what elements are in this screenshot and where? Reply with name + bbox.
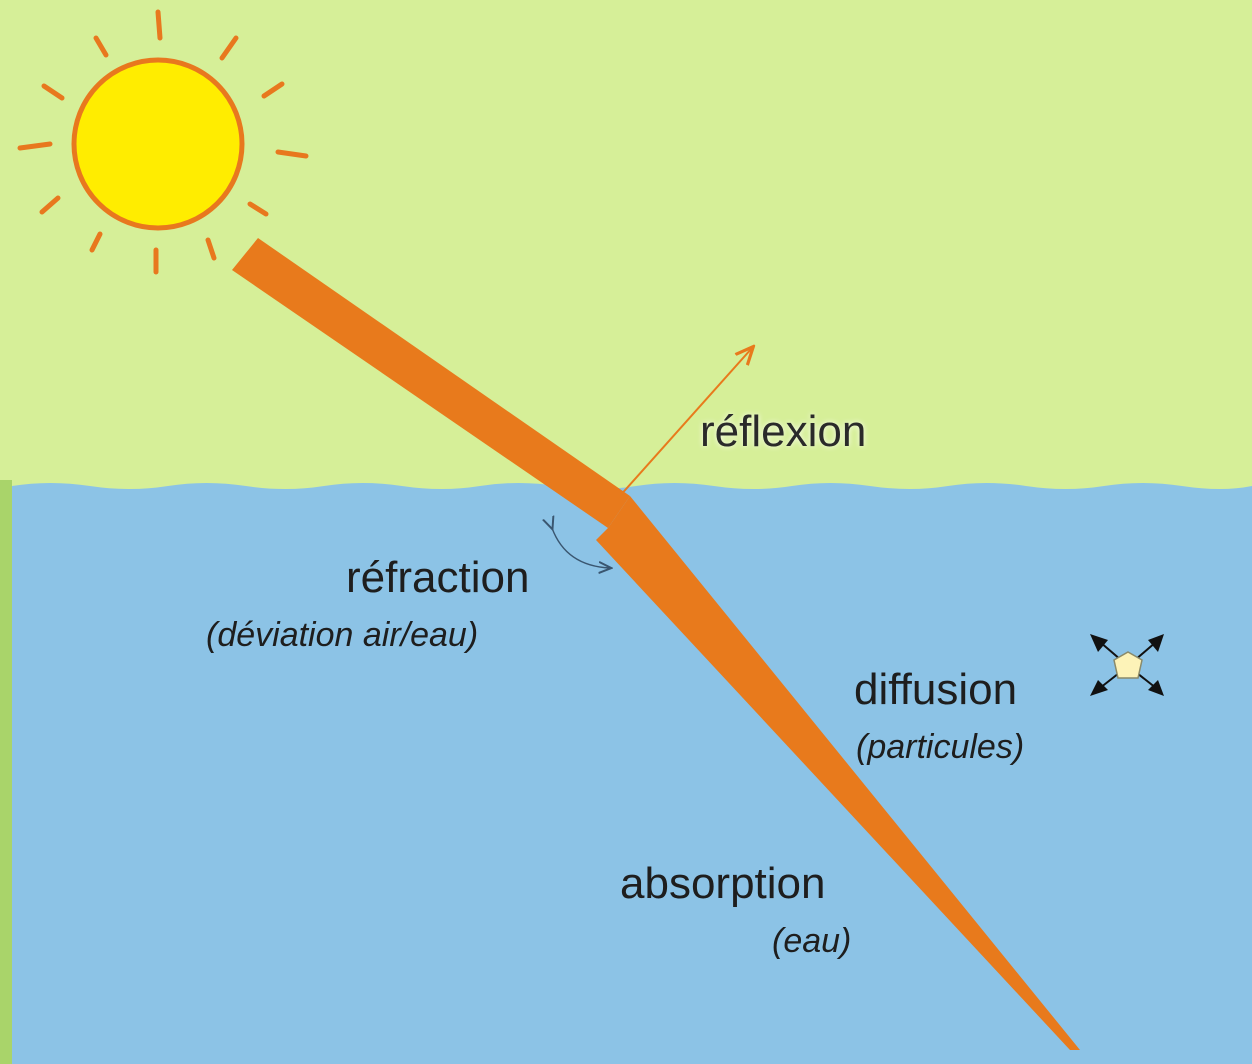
diffusion-note: (particules) — [856, 728, 1025, 766]
refraction-angle-arrow — [552, 528, 610, 568]
absorption-label: absorption — [620, 859, 826, 908]
diffusion-label: diffusion — [854, 665, 1018, 714]
reflexion-label: réflexion — [700, 407, 867, 456]
water-region — [12, 483, 1252, 1064]
refraction-label: réfraction — [346, 553, 530, 602]
refracted-ray — [596, 496, 1080, 1050]
incident-ray — [232, 238, 630, 528]
sun-icon — [17, 9, 309, 275]
reflection-arrow — [617, 348, 752, 499]
left-edge-strip — [0, 480, 12, 1064]
scatter-particle-icon — [1090, 634, 1164, 696]
absorption-note: (eau) — [772, 922, 852, 960]
refraction-note: (déviation air/eau) — [206, 616, 479, 654]
